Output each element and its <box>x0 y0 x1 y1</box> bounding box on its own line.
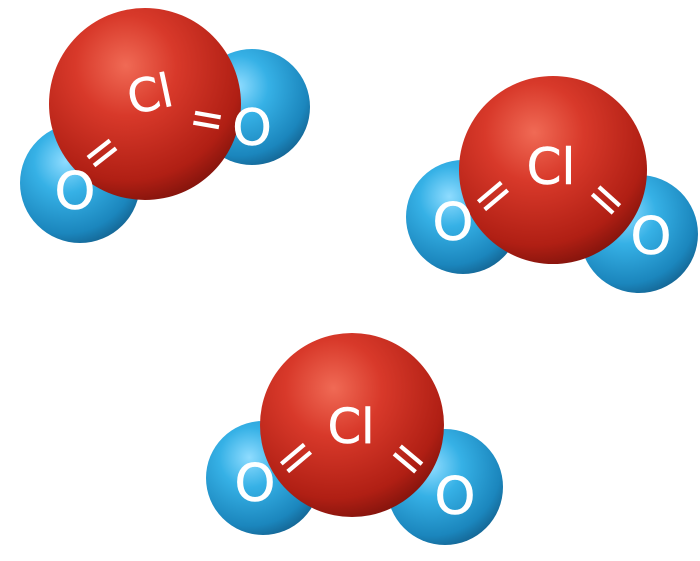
double-bond-3a <box>279 442 313 474</box>
double-bond-2b <box>590 185 622 215</box>
chlorine-label-1: Cl <box>122 63 177 125</box>
oxygen-label-2b: O <box>631 207 672 267</box>
oxygen-label-1a: O <box>232 99 271 157</box>
double-bond-3b <box>392 444 424 474</box>
chlorine-atom-3 <box>260 333 444 517</box>
oxygen-label-1b: O <box>55 162 96 222</box>
molecule-3: Cl O O <box>206 333 503 545</box>
chlorine-label-2: Cl <box>527 138 576 196</box>
molecule-2: Cl O O <box>406 76 698 293</box>
oxygen-label-3a: O <box>235 454 276 514</box>
oxygen-label-3b: O <box>435 467 476 527</box>
molecule-1: Cl O O <box>20 8 310 243</box>
chlorine-atom-2 <box>459 76 647 264</box>
double-bond-1b <box>86 138 118 168</box>
oxygen-label-2a: O <box>433 193 474 253</box>
chlorine-label-3: Cl <box>328 399 375 455</box>
double-bond-2a <box>476 180 510 212</box>
double-bond-1a <box>192 110 222 130</box>
